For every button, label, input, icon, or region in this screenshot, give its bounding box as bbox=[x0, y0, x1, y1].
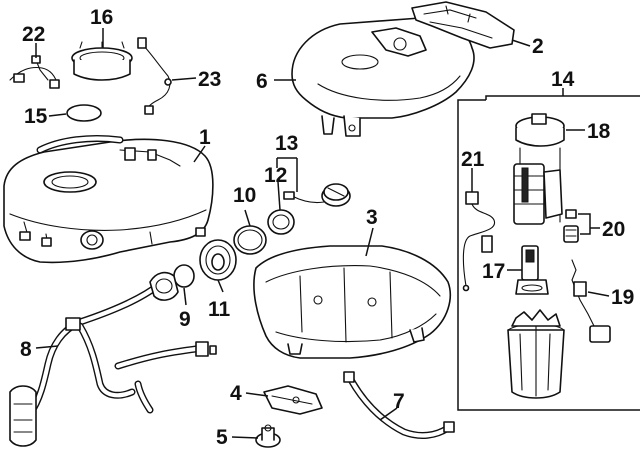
callout-14: 14 bbox=[551, 68, 575, 91]
callout-18: 18 bbox=[587, 120, 611, 143]
part-6-heat-shield bbox=[291, 17, 475, 137]
leader-lines bbox=[35, 28, 610, 439]
callout-2: 2 bbox=[532, 35, 544, 58]
part-10-o-ring bbox=[233, 225, 267, 255]
callout-16: 16 bbox=[90, 6, 113, 29]
callout-7: 7 bbox=[393, 390, 405, 413]
callout-23: 23 bbox=[198, 68, 221, 91]
callout-12: 12 bbox=[264, 164, 287, 187]
part-11-filler-flange bbox=[199, 239, 237, 281]
callout-9: 9 bbox=[179, 308, 191, 331]
callout-20: 20 bbox=[602, 218, 625, 241]
part-17-fuel-pump bbox=[515, 245, 549, 295]
callout-1: 1 bbox=[199, 126, 211, 149]
callout-17: 17 bbox=[482, 260, 505, 283]
part-23-sensor-wire bbox=[137, 37, 172, 115]
part-16-retainer-ring bbox=[71, 41, 133, 81]
part-14-fuel-pump-assembly-box bbox=[457, 88, 640, 411]
callout-labels: 1 2 3 4 5 6 7 8 9 10 11 12 13 14 15 16 1… bbox=[20, 6, 634, 449]
part-1-fuel-tank bbox=[3, 135, 214, 264]
part-18-pump-module bbox=[513, 113, 565, 225]
callout-6: 6 bbox=[256, 70, 268, 93]
callout-5: 5 bbox=[216, 426, 228, 449]
callout-21: 21 bbox=[461, 148, 485, 171]
callout-8: 8 bbox=[20, 338, 32, 361]
part-12-seal-ring bbox=[267, 209, 295, 235]
part-21-pump-wire bbox=[462, 191, 496, 292]
callout-4: 4 bbox=[230, 382, 242, 405]
part-5-clip bbox=[255, 424, 281, 448]
part-12-13-filler-cap bbox=[283, 183, 351, 207]
part-7-tank-strap bbox=[343, 371, 455, 439]
part-19-level-sender bbox=[571, 259, 611, 343]
callout-15: 15 bbox=[24, 105, 48, 128]
part-20-regulator bbox=[563, 209, 579, 243]
part-15-gasket bbox=[66, 104, 102, 122]
part-22-harness-clip bbox=[9, 55, 60, 89]
callout-3: 3 bbox=[366, 206, 378, 229]
part-3-tank-protector bbox=[253, 245, 452, 359]
part-14-pump-bucket bbox=[507, 309, 565, 399]
part-9-gasket bbox=[173, 264, 195, 288]
part-8-filler-pipe bbox=[9, 271, 217, 447]
callout-10: 10 bbox=[233, 184, 256, 207]
part-2-cover-plate bbox=[411, 1, 515, 49]
part-4-bracket bbox=[263, 385, 323, 415]
callout-19: 19 bbox=[611, 286, 634, 309]
callout-11: 11 bbox=[208, 298, 231, 321]
callout-13: 13 bbox=[275, 132, 298, 155]
callout-22: 22 bbox=[22, 23, 45, 46]
